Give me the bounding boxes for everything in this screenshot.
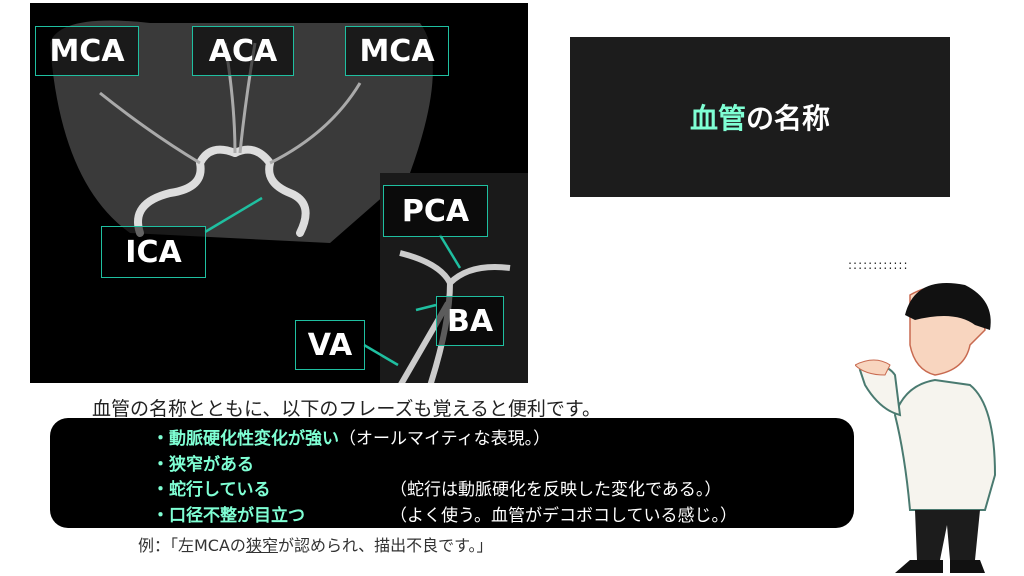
- phrase-list-box: ・動脈硬化性変化が強い（オールマイティな表現。） ・狭窄がある ・蛇行している （…: [50, 418, 854, 528]
- phrase-item: ・動脈硬化性変化が強い（オールマイティな表現。）: [152, 424, 550, 449]
- label-mca-right: MCA: [345, 26, 449, 76]
- slide-title: 血管の名称: [570, 37, 950, 197]
- label-ica: ICA: [101, 226, 206, 278]
- label-ba: BA: [436, 296, 504, 346]
- phrase-term: ・狭窄がある: [152, 455, 254, 475]
- example-sentence: 例：「左MCAの狭窄が認められ、描出不良です。」: [138, 532, 493, 556]
- phrase-item: ・口径不整が目立つ （よく使う。血管がデコボコしている感じ。）: [152, 501, 852, 526]
- decorative-dots: ::::::::::::: [848, 258, 909, 272]
- intro-text: 血管の名称とともに、以下のフレーズも覚えると便利です。: [92, 398, 602, 420]
- example-prefix: 例：「左MCAの: [138, 536, 246, 555]
- phrase-term: ・動脈硬化性変化が強い: [152, 429, 339, 449]
- phrase-item: ・狭窄がある: [152, 450, 254, 475]
- phrase-note: （蛇行は動脈硬化を反映した変化である。）: [390, 480, 722, 500]
- label-connectors: [204, 196, 462, 367]
- vessel-illustration: [50, 20, 433, 243]
- doctor-illustration: [855, 283, 997, 573]
- example-underlined: 狭窄: [245, 536, 278, 555]
- phrase-term: ・蛇行している: [152, 480, 271, 500]
- label-va: VA: [295, 320, 365, 370]
- title-rest: の名称: [746, 102, 831, 135]
- title-accent: 血管: [689, 102, 746, 135]
- label-aca: ACA: [192, 26, 294, 76]
- example-suffix: が認められ、描出不良です。」: [277, 536, 493, 555]
- phrase-item: ・蛇行している （蛇行は動脈硬化を反映した変化である。）: [152, 475, 852, 500]
- phrase-note: （よく使う。血管がデコボコしている感じ。）: [390, 506, 737, 526]
- label-mca-left: MCA: [35, 26, 139, 76]
- phrase-note: （オールマイティな表現。）: [339, 429, 551, 449]
- phrase-term: ・口径不整が目立つ: [152, 506, 305, 526]
- label-pca: PCA: [383, 185, 488, 237]
